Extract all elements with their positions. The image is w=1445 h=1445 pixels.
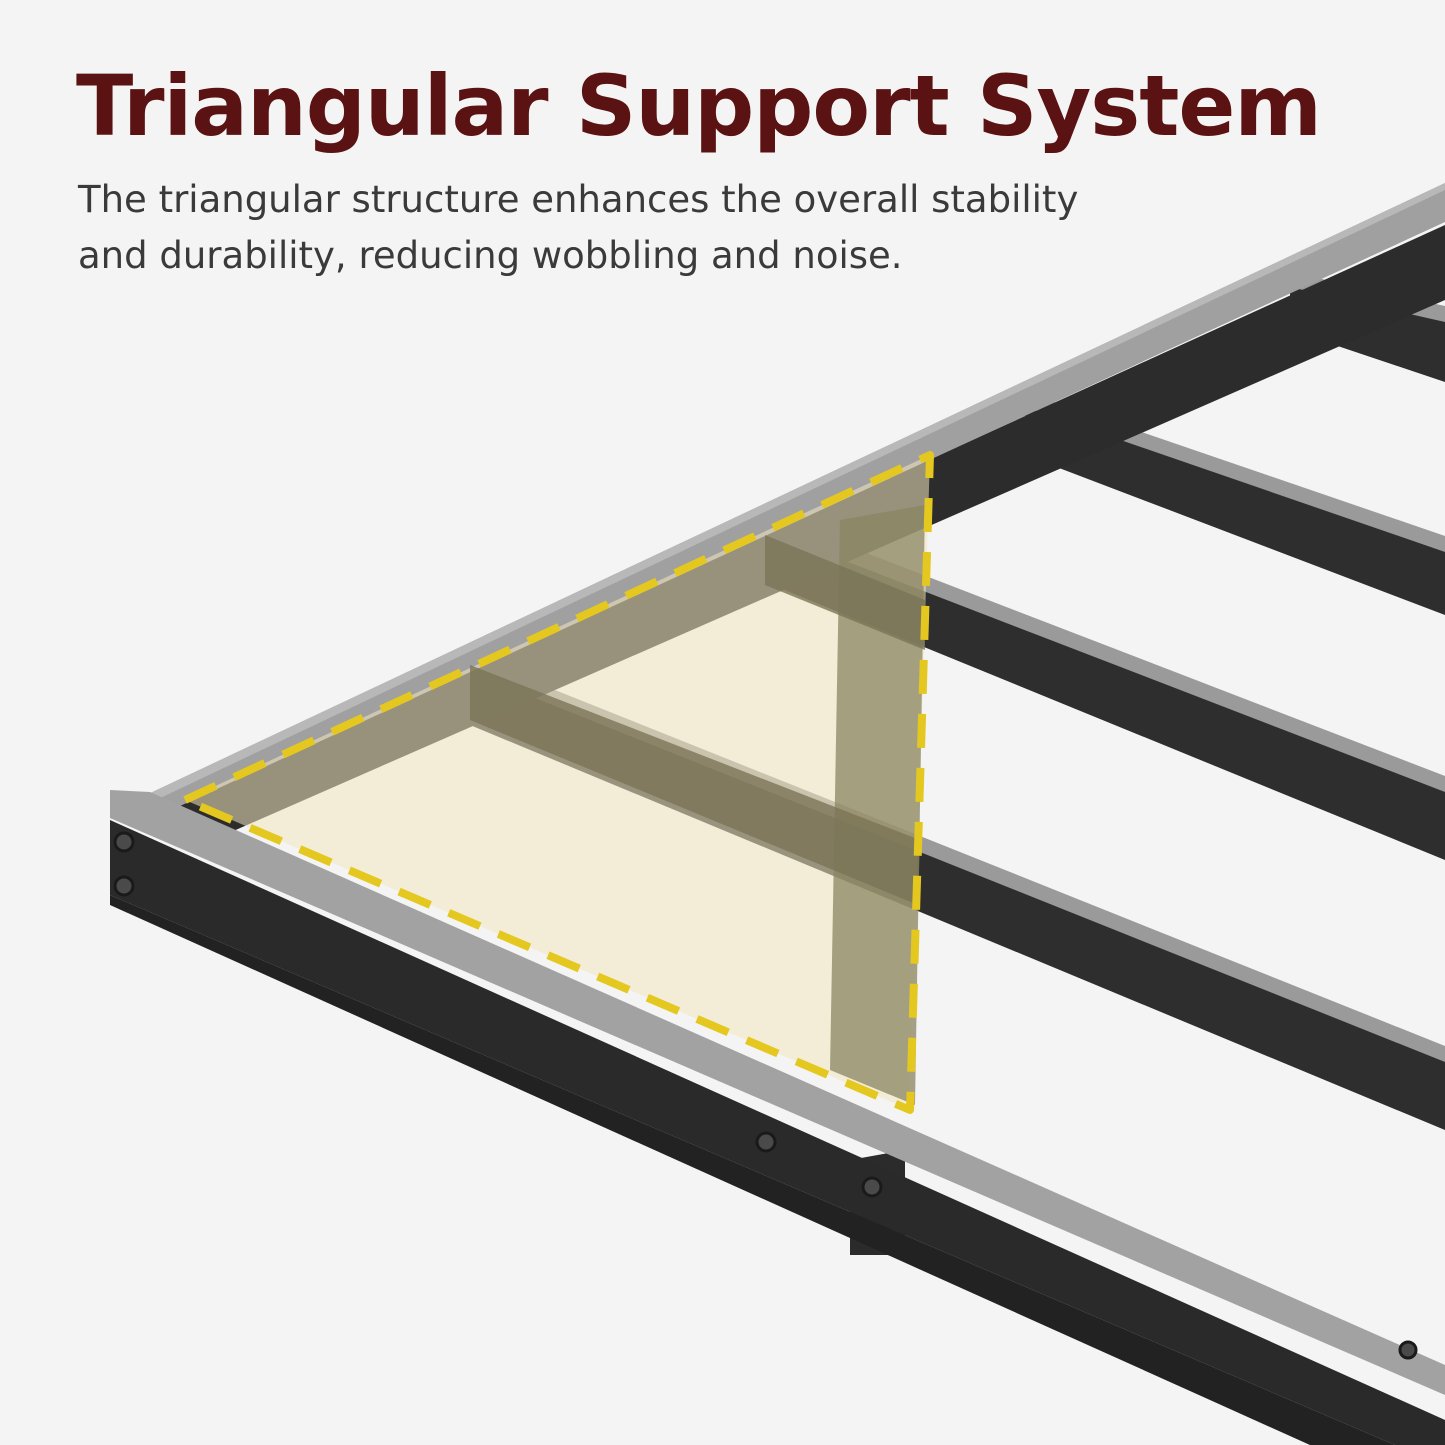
side-rail-edge [110, 183, 1445, 818]
triangle-dashed-outline [181, 451, 934, 1114]
triangle-brace [830, 505, 925, 1105]
slat-2 [1025, 405, 1445, 615]
feature-description: The triangular structure enhances the ov… [78, 178, 1079, 277]
end-rail-face [110, 820, 1445, 1445]
end-rail-bottom [110, 895, 1395, 1445]
frame-end-rail [110, 790, 1445, 1445]
bolt-4 [861, 1176, 883, 1198]
bolt-2 [113, 875, 135, 897]
page-title: Triangular Support System [76, 57, 1322, 155]
end-rail-top [110, 790, 1445, 1395]
triangle-slat-a [470, 665, 920, 905]
frame-bolts [113, 831, 1418, 1360]
triangle-highlight-fill [185, 455, 930, 1110]
slat-3-top [765, 514, 1445, 792]
triangle-highlight [181, 451, 934, 1114]
bolt-5 [1398, 1340, 1418, 1360]
triangle-slat-b [765, 535, 925, 650]
bolt-1 [113, 831, 135, 853]
bolt-3 [755, 1131, 777, 1153]
slat-3 [765, 528, 1445, 860]
